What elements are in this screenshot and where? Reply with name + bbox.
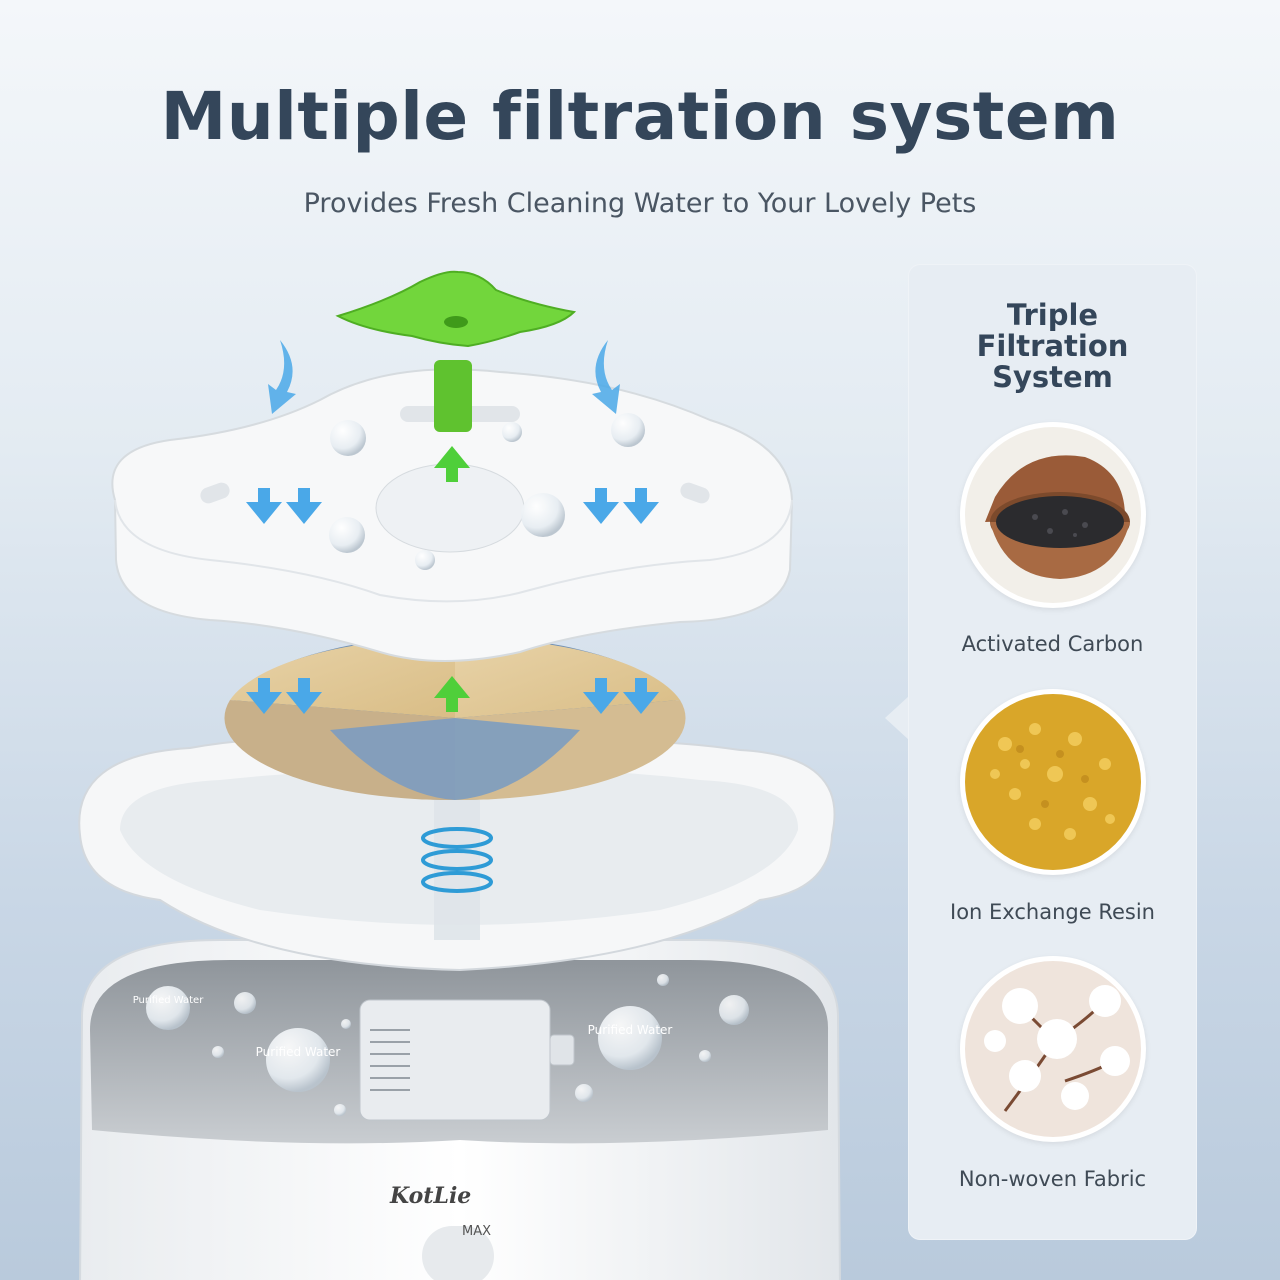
bubble-text: Purified Water: [133, 995, 205, 1006]
panel-pointer: [885, 696, 909, 740]
spout: [335, 270, 577, 432]
panel-title-line: Triple: [1006, 298, 1099, 332]
panel-title-line: Filtration: [976, 329, 1129, 363]
page-title: Multiple filtration system: [160, 78, 1120, 155]
purified-water-bubble: Purified Water: [256, 1028, 341, 1092]
bubble-text: Purified Water: [588, 1023, 673, 1037]
lower-tray: [78, 734, 836, 972]
filtration-panel: Triple Filtration System Activated Carbo…: [908, 264, 1197, 1240]
resin-image: [960, 689, 1146, 875]
fountain-illustration: Purified Water Purified Water Purified W…: [78, 270, 841, 1280]
up-arrows: [434, 446, 470, 712]
spring-icon: [421, 827, 493, 893]
top-cover: [111, 368, 794, 662]
brand-logo: KotLie: [389, 1183, 471, 1209]
panel-title: Triple Filtration System: [908, 300, 1197, 393]
cotton-image: [960, 956, 1146, 1142]
purified-water-bubble: Purified Water: [133, 986, 205, 1030]
panel-title-line: System: [992, 360, 1113, 394]
ion-exchange-resin-label: Ion Exchange Resin: [950, 900, 1155, 924]
activated-carbon-image: [960, 422, 1146, 608]
non-woven-fabric-label: Non-woven Fabric: [958, 1167, 1147, 1191]
fountain-base: [79, 939, 841, 1280]
filter-pad: [224, 636, 686, 801]
cover-bubbles: [329, 413, 645, 570]
purified-water-bubble: Purified Water: [588, 1006, 673, 1070]
bubble-text: Purified Water: [256, 1045, 341, 1059]
page-subtitle: Provides Fresh Cleaning Water to Your Lo…: [303, 188, 977, 219]
activated-carbon-label: Activated Carbon: [961, 632, 1144, 656]
small-bubbles: [212, 974, 749, 1116]
model-label: MAX: [462, 1224, 491, 1239]
flow-arrows: [246, 340, 659, 714]
